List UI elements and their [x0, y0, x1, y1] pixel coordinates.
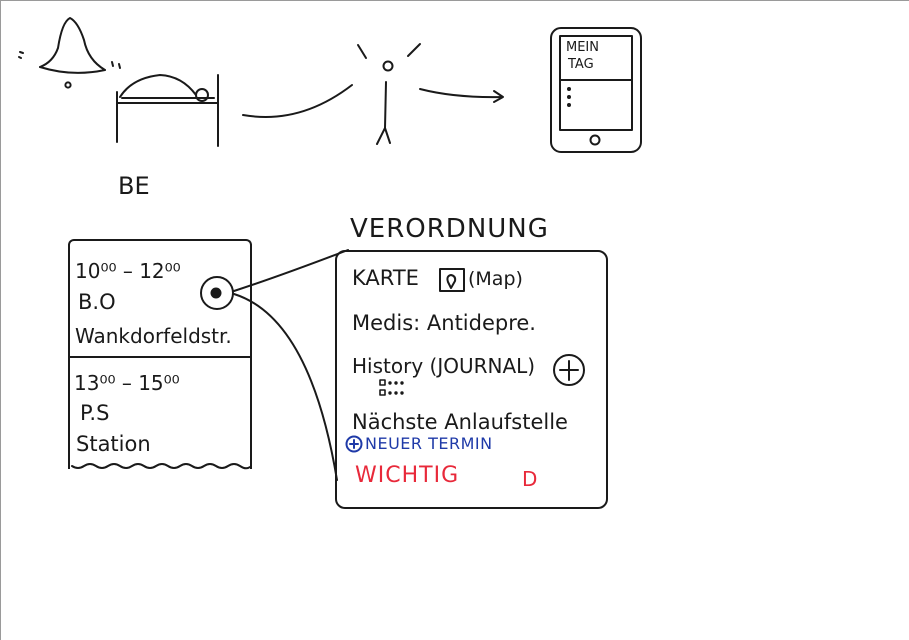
- detail-heading: VERORDNUNG: [350, 214, 549, 244]
- add-appointment-icon[interactable]: [345, 435, 363, 453]
- bed-sleeping-icon: [116, 74, 219, 147]
- be-label: BE: [118, 172, 150, 200]
- detail-card: [335, 250, 608, 509]
- medis-label: Medis: Antidepre.: [352, 311, 536, 335]
- journal-entries-icon: [379, 379, 404, 396]
- entry-place: Station: [76, 432, 151, 456]
- entry-code: B.O: [78, 290, 116, 314]
- alarm-bell-icon: [18, 17, 121, 89]
- entry-code: P.S: [80, 401, 110, 425]
- standing-person-icon: [357, 43, 421, 145]
- entry-place: Wankdorfeldstr.: [75, 324, 232, 348]
- map-pin-icon[interactable]: [439, 268, 465, 292]
- connector-bottom: [233, 293, 338, 481]
- entry-time: 13⁰⁰ – 15⁰⁰: [74, 371, 180, 395]
- entry-selector-icon[interactable]: [200, 276, 234, 310]
- important-mark: D: [522, 467, 538, 491]
- new-appointment-link[interactable]: NEUER TERMIN: [365, 434, 493, 453]
- phone-title-line2: TAG: [568, 57, 594, 72]
- add-journal-button[interactable]: [553, 354, 585, 386]
- map-suffix: (Map): [468, 268, 523, 290]
- schedule-divider: [68, 356, 252, 358]
- card-torn-edge: [71, 463, 251, 470]
- phone-title-line1: MEIN: [566, 40, 599, 55]
- arrow-to-phone: [419, 88, 504, 103]
- connector-curve: [242, 84, 353, 118]
- entry-time: 10⁰⁰ – 12⁰⁰: [75, 259, 181, 283]
- next-stop-label: Nächste Anlaufstelle: [352, 410, 568, 434]
- history-label[interactable]: History (JOURNAL): [352, 354, 536, 378]
- phone-icon: [550, 27, 642, 153]
- important-label: WICHTIG: [355, 463, 460, 488]
- map-label[interactable]: KARTE: [352, 266, 419, 290]
- connector-top: [233, 249, 349, 292]
- schedule-card: [68, 239, 252, 469]
